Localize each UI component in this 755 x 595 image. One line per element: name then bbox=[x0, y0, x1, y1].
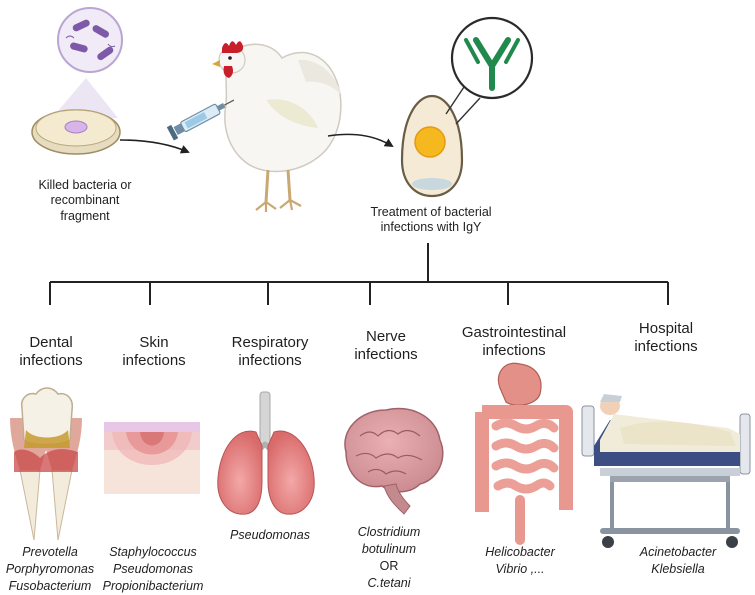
category-title-line: Skin bbox=[139, 334, 169, 351]
skin-layers-icon bbox=[104, 422, 200, 494]
organism-name: Porphyromonas bbox=[5, 561, 95, 576]
treatment-label-line: Treatment of bacterial bbox=[370, 205, 492, 219]
category-title-nerve: Nerve infections bbox=[338, 328, 434, 365]
organism-name: Klebsiella bbox=[651, 561, 705, 576]
callout-line bbox=[445, 83, 467, 115]
organisms-dental: Prevotella Porphyromonas Fusobacterium bbox=[0, 544, 100, 595]
antigen-label: Killed bacteria or recombinant fragment bbox=[26, 178, 144, 224]
intestine-icon bbox=[475, 362, 573, 545]
antigen-label-line: fragment bbox=[60, 208, 110, 223]
category-title-hospital: Hospital infections bbox=[616, 320, 716, 357]
category-title-gastrointestinal: Gastrointestinal infections bbox=[456, 324, 572, 361]
organism-name: C.tetani bbox=[367, 575, 411, 590]
organism-name: Helicobacter bbox=[485, 545, 555, 559]
category-title-line: Hospital bbox=[638, 320, 694, 337]
organism-name: Clostridium bbox=[357, 525, 421, 539]
organism-name: Pseudomonas bbox=[113, 561, 193, 576]
category-title-line: infections bbox=[634, 338, 698, 356]
organism-name: Staphylococcus bbox=[109, 545, 197, 559]
organism-name: Acinetobacter bbox=[639, 545, 717, 559]
category-title-line: infections bbox=[482, 342, 546, 360]
hospital-bed-icon bbox=[581, 394, 751, 548]
arrow-to-hen bbox=[119, 139, 190, 154]
antigen-label-line: Killed bacteria or bbox=[38, 178, 132, 192]
category-title-line: Nerve bbox=[365, 328, 406, 345]
category-title-line: infections bbox=[354, 346, 418, 364]
category-title-dental: Dental infections bbox=[2, 334, 100, 371]
category-title-line: Gastrointestinal bbox=[461, 324, 567, 341]
arrow-to-egg bbox=[327, 133, 394, 148]
organism-name: Fusobacterium bbox=[8, 578, 92, 593]
organism-name: botulinum bbox=[361, 541, 417, 556]
organisms-gastrointestinal: Helicobacter Vibrio ,... bbox=[470, 544, 570, 578]
category-title-line: infections bbox=[122, 352, 186, 370]
category-title-line: Dental bbox=[29, 334, 73, 351]
petri-dish-icon bbox=[31, 78, 121, 155]
category-title-line: infections bbox=[238, 352, 302, 370]
organism-connector-word: OR bbox=[379, 558, 399, 573]
connector-tree bbox=[49, 243, 669, 305]
antibody-icon bbox=[450, 16, 534, 100]
organisms-skin: Staphylococcus Pseudomonas Propionibacte… bbox=[100, 544, 206, 595]
organism-name: Vibrio ,... bbox=[495, 561, 545, 576]
organisms-respiratory: Pseudomonas bbox=[220, 527, 320, 544]
callout-line-2 bbox=[455, 97, 481, 125]
category-title-line: Respiratory bbox=[231, 334, 309, 351]
category-title-line: infections bbox=[19, 352, 83, 370]
organisms-nerve: Clostridium botulinum OR C.tetani bbox=[344, 524, 434, 592]
organism-name: Prevotella bbox=[22, 545, 78, 559]
organism-name: Propionibacterium bbox=[102, 578, 204, 593]
treatment-label-line: infections with IgY bbox=[380, 220, 482, 235]
tooth-icon bbox=[10, 387, 82, 541]
brain-icon bbox=[344, 407, 444, 515]
organisms-hospital: Acinetobacter Klebsiella bbox=[628, 544, 728, 578]
hen-icon bbox=[212, 41, 342, 212]
bacteria-icon bbox=[57, 7, 123, 73]
category-title-respiratory: Respiratory infections bbox=[220, 334, 320, 371]
organism-name: Pseudomonas bbox=[230, 528, 310, 542]
antigen-label-line: recombinant bbox=[50, 193, 120, 208]
treatment-label: Treatment of bacterial infections with I… bbox=[356, 205, 506, 236]
syringe-icon bbox=[166, 99, 235, 141]
egg-icon bbox=[400, 94, 464, 198]
lungs-icon bbox=[217, 391, 315, 515]
category-title-skin: Skin infections bbox=[106, 334, 202, 371]
